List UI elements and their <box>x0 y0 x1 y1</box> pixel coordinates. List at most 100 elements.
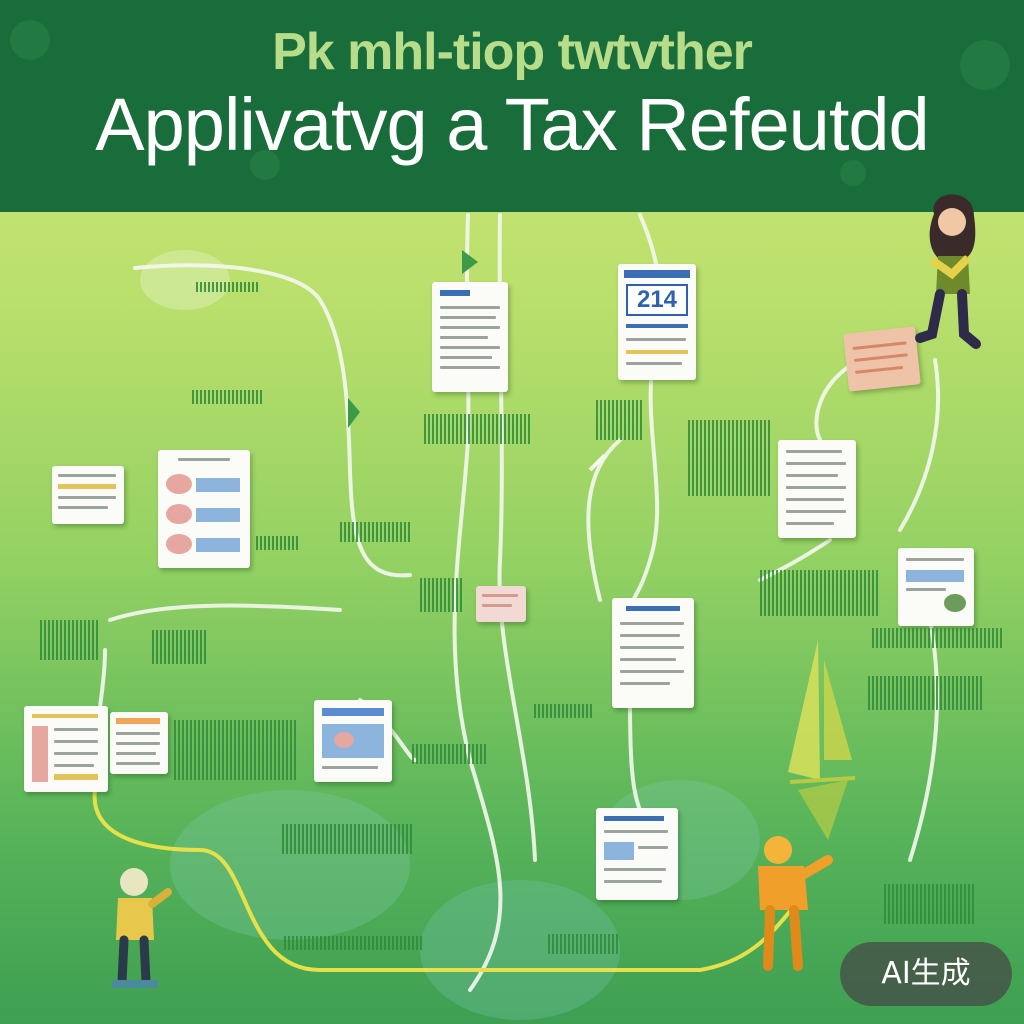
yellow-flow-path <box>92 788 802 972</box>
doc-line <box>620 646 684 649</box>
doc-line <box>178 458 230 461</box>
doc-line <box>620 682 670 685</box>
illegible-text <box>196 282 260 292</box>
document-card <box>596 808 678 900</box>
illegible-text <box>420 578 464 612</box>
doc-line <box>620 658 676 661</box>
doc-line <box>786 486 846 489</box>
illegible-text <box>40 620 100 660</box>
illustrated-document-card <box>314 700 392 782</box>
illegible-text <box>424 414 532 444</box>
decor-spot <box>960 40 1010 90</box>
document-card <box>843 326 921 392</box>
sailboat-icon <box>789 776 856 784</box>
illegible-text <box>256 536 300 550</box>
doc-line <box>440 306 500 309</box>
doc-header-line <box>322 708 384 716</box>
doc-yellow-line <box>58 484 116 489</box>
illegible-text <box>868 676 982 710</box>
document-card <box>612 598 694 708</box>
flow-path <box>133 263 412 578</box>
doc-line <box>58 506 108 509</box>
doc-line <box>786 462 846 465</box>
sailboat-icon <box>788 640 820 780</box>
doc-line <box>322 766 378 769</box>
doc-line <box>626 338 686 341</box>
doc-line <box>116 752 156 755</box>
doc-line <box>440 356 492 359</box>
illustration-blob <box>166 534 192 554</box>
flag-icon <box>462 250 478 274</box>
doc-line <box>58 496 116 499</box>
decor-spot <box>10 20 50 60</box>
doc-line <box>786 510 846 513</box>
illustration-block <box>196 478 240 492</box>
illegible-text <box>192 390 264 404</box>
illustrated-document-card <box>158 450 250 568</box>
illustration-block <box>116 718 160 724</box>
doc-header-line <box>440 290 470 296</box>
illegible-text <box>174 720 298 780</box>
decor-blob <box>140 250 230 310</box>
person-man-icon <box>112 868 172 988</box>
document-card <box>778 440 856 538</box>
calendar-document-card: 214 <box>618 264 696 380</box>
document-card <box>110 712 168 774</box>
illustration-blob <box>166 504 192 524</box>
doc-line <box>482 604 512 607</box>
illustration-block <box>32 726 48 782</box>
doc-yellow-line <box>32 714 98 718</box>
doc-line <box>906 588 946 591</box>
page-subtitle: Pk mhl-tiop twtvther <box>272 23 753 81</box>
illustration-block <box>604 842 634 860</box>
doc-line <box>620 634 680 637</box>
doc-line <box>604 830 668 833</box>
illegible-text <box>534 704 594 718</box>
doc-header-line <box>626 324 688 328</box>
illustration-block <box>906 570 964 582</box>
calendar-number: 214 <box>626 284 688 316</box>
doc-header-line <box>624 270 690 278</box>
document-card <box>52 466 124 524</box>
flow-path <box>98 648 107 712</box>
flow-path <box>108 603 342 622</box>
header-banner: Pk mhl-tiop twtvther Applivatvg a Tax Re… <box>0 0 1024 212</box>
doc-line <box>786 498 844 501</box>
doc-line <box>620 622 684 625</box>
doc-line <box>638 846 668 849</box>
sailboat-icon <box>824 660 852 760</box>
illustration-block <box>196 508 240 522</box>
illegible-text <box>282 824 412 854</box>
document-card <box>476 586 526 622</box>
doc-line <box>852 341 907 350</box>
doc-yellow-line <box>626 350 688 354</box>
illustration-blob <box>166 474 192 494</box>
flow-path <box>898 358 941 532</box>
person-worker-icon <box>758 780 848 971</box>
decor-spot <box>250 150 280 180</box>
decor-spot <box>840 160 866 186</box>
document-card <box>432 282 508 392</box>
illegible-text <box>760 570 880 616</box>
doc-line <box>440 366 500 369</box>
doc-line <box>604 880 662 883</box>
doc-line <box>440 316 496 319</box>
doc-line <box>620 670 684 673</box>
doc-line <box>54 764 94 767</box>
person-woman-icon <box>915 194 981 349</box>
doc-line <box>906 558 964 561</box>
doc-line <box>54 752 98 755</box>
doc-line <box>440 346 500 349</box>
document-card <box>898 548 974 626</box>
doc-line <box>482 594 518 597</box>
doc-line <box>786 474 838 477</box>
illegible-text <box>596 400 642 440</box>
illegible-text <box>152 630 208 664</box>
illegible-text <box>412 744 486 764</box>
doc-line <box>786 450 842 453</box>
ai-generated-badge: AI生成 <box>840 942 1012 1006</box>
illegible-text <box>548 934 618 954</box>
doc-line <box>54 728 98 731</box>
doc-line <box>116 742 160 745</box>
illegible-text <box>340 522 410 542</box>
